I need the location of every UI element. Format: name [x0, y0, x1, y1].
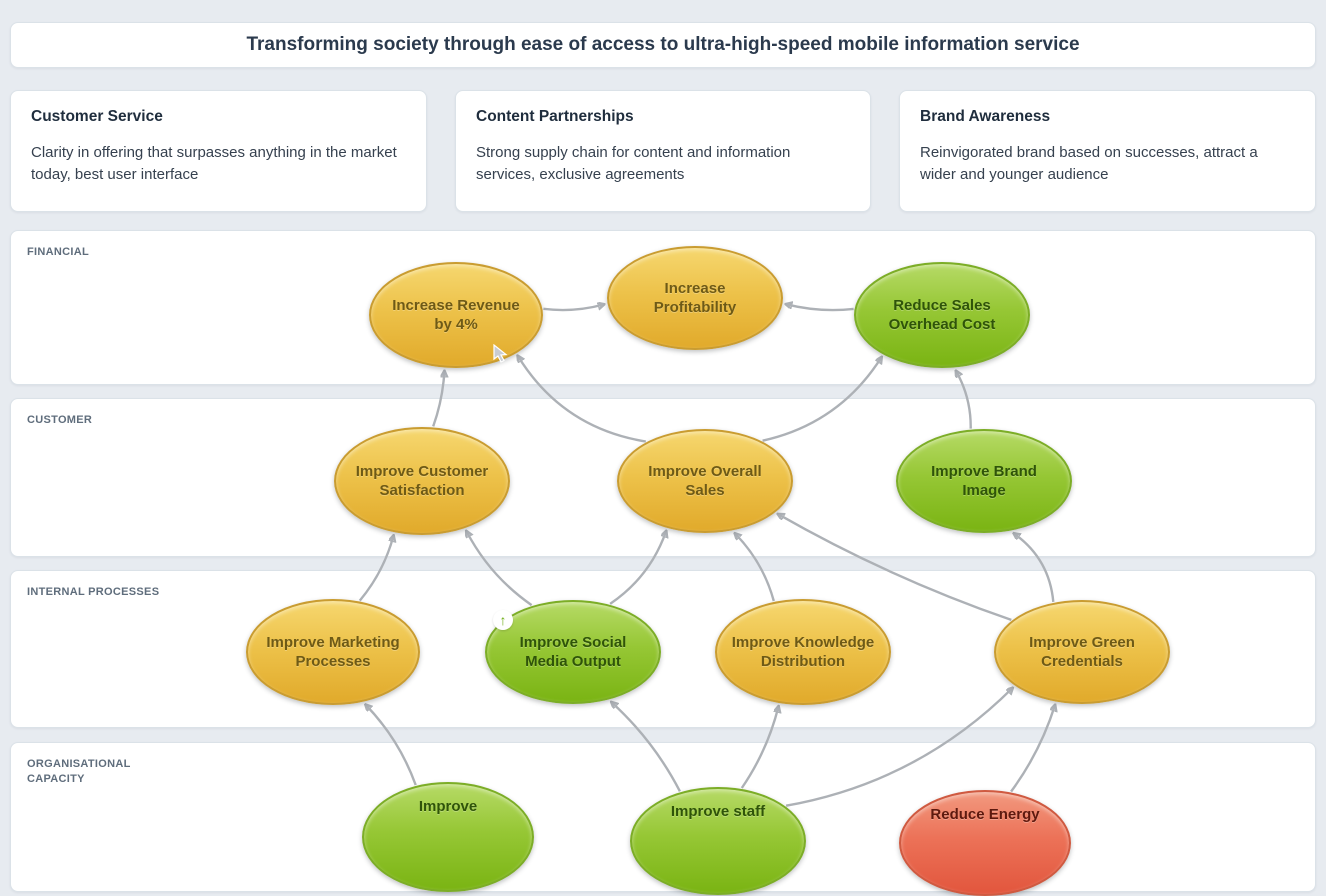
node-label: Reduce Sales Overhead Cost — [888, 296, 996, 333]
node-improve-knowledge-distribution[interactable]: Improve Knowledge Distribution — [715, 599, 891, 705]
node-label: Reduce Energy — [930, 806, 1040, 823]
node-label: Increase Revenue by 4% — [392, 296, 520, 333]
node-reduce-energy[interactable]: Reduce Energy — [899, 790, 1071, 896]
node-improve-customer-satisfaction[interactable]: Improve Customer Satisfaction — [334, 427, 510, 535]
theme-card-content-partnerships: Content Partnerships Strong supply chain… — [455, 90, 871, 212]
node-label: Improve Overall Sales — [648, 462, 762, 499]
node-label: Improve Marketing Processes — [266, 633, 400, 670]
node-improve-marketing-processes[interactable]: Improve Marketing Processes — [246, 599, 420, 705]
vision-title-bar: Transforming society through ease of acc… — [10, 22, 1316, 68]
theme-card-body: Reinvigorated brand based on successes, … — [920, 144, 1258, 183]
node-label: Improve Social Media Output — [519, 633, 627, 670]
theme-card-customer-service: Customer Service Clarity in offering tha… — [10, 90, 427, 212]
node-label: Improve — [418, 798, 478, 815]
node-label: Improve Customer Satisfaction — [355, 462, 489, 499]
mouse-cursor-icon — [493, 344, 508, 363]
node-increase-revenue[interactable]: Increase Revenue by 4% — [369, 262, 543, 368]
theme-card-brand-awareness: Brand Awareness Reinvigorated brand base… — [899, 90, 1316, 212]
theme-card-title: Content Partnerships — [476, 108, 634, 125]
theme-card-body: Strong supply chain for content and info… — [476, 144, 791, 183]
up-arrow-badge-icon: ↑ — [493, 610, 513, 630]
theme-card-body: Clarity in offering that surpasses anyth… — [31, 144, 397, 183]
lane-label-financial: FINANCIAL — [27, 246, 89, 258]
node-reduce-sales-overhead[interactable]: Reduce Sales Overhead Cost — [854, 262, 1030, 368]
node-label: Improve Knowledge Distribution — [731, 633, 875, 670]
node-label: Improve Brand Image — [931, 462, 1037, 499]
node-improve-green-credentials[interactable]: Improve Green Credentials — [994, 600, 1170, 704]
theme-card-title: Brand Awareness — [920, 108, 1051, 125]
node-label: Increase Profitability — [653, 279, 737, 316]
node-improve-overall-sales[interactable]: Improve Overall Sales — [617, 429, 793, 533]
theme-card-title: Customer Service — [31, 108, 163, 125]
lane-label-internal-processes: INTERNAL PROCESSES — [27, 586, 160, 598]
node-label: Improve Green Credentials — [1029, 633, 1135, 670]
node-improve-brand-image[interactable]: Improve Brand Image — [896, 429, 1072, 533]
node-label: Improve staff — [670, 803, 766, 820]
node-improve-social-media-output[interactable]: Improve Social Media Output ↑ — [485, 600, 661, 704]
lane-label-customer: CUSTOMER — [27, 414, 93, 426]
node-increase-profitability[interactable]: Increase Profitability — [607, 246, 783, 350]
node-improve-1[interactable]: Improve — [362, 782, 534, 892]
lane-label-organisational-capacity: ORGANISATIONAL CAPACITY — [27, 758, 131, 785]
vision-title: Transforming society through ease of acc… — [246, 34, 1080, 55]
node-improve-staff[interactable]: Improve staff — [630, 787, 806, 895]
